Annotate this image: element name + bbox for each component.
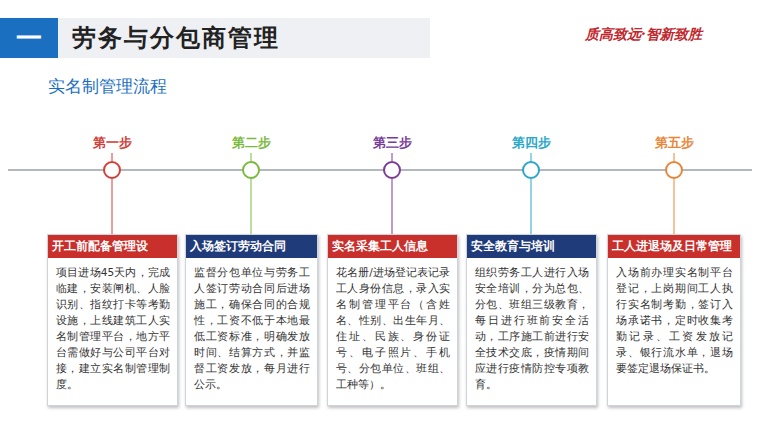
box-heading: 开工前配备管理设 xyxy=(48,235,177,258)
section-number: 一 xyxy=(0,22,58,54)
step-circle xyxy=(523,162,539,178)
step-circle xyxy=(243,162,259,178)
step-tick xyxy=(674,153,675,161)
box-heading: 入场签订劳动合同 xyxy=(186,235,317,258)
step-label: 第一步 xyxy=(72,134,152,152)
header-band xyxy=(0,18,430,58)
page-title: 劳务与分包商管理 xyxy=(72,22,280,54)
step-box: 安全教育与培训组织劳务工人进行入场安全培训，分为总包、分包、班组三级教育，每日进… xyxy=(466,234,597,406)
step-circle xyxy=(104,162,120,178)
step-box: 实名采集工人信息花名册/进场登记表记录工人身份信息，录入实名制管理平台（含姓名、… xyxy=(327,234,458,406)
drop-line xyxy=(531,179,532,234)
step-box: 工人进退场及日常管理入场前办理实名制平台登记，上岗期间工人执行实名制考勤，签订入… xyxy=(607,234,741,406)
step-label: 第三步 xyxy=(352,134,432,152)
box-heading: 实名采集工人信息 xyxy=(328,235,457,258)
header-block xyxy=(0,18,58,58)
step-tick xyxy=(392,153,393,161)
box-body: 项目进场45天内，完成临建，安装闸机、人脸识别、指纹打卡等考勤设施，上线建筑工人… xyxy=(48,258,177,398)
slogan: 质高致远·智新致胜 xyxy=(585,24,702,44)
drop-line xyxy=(674,179,675,234)
box-body: 入场前办理实名制平台登记，上岗期间工人执行实名制考勤，签订入场承诺书，定时收集考… xyxy=(608,258,740,382)
drop-line xyxy=(251,179,252,234)
step-tick xyxy=(112,153,113,161)
box-heading: 安全教育与培训 xyxy=(467,235,596,258)
step-tick xyxy=(251,153,252,161)
step-box: 入场签订劳动合同监督分包单位与劳务工人签订劳动合同后进场施工，确保合同的合规性，… xyxy=(185,234,318,406)
drop-line xyxy=(392,179,393,234)
step-label: 第四步 xyxy=(491,134,571,152)
drop-line xyxy=(112,179,113,234)
step-label: 第五步 xyxy=(634,134,714,152)
step-circle xyxy=(666,162,682,178)
step-label: 第二步 xyxy=(211,134,291,152)
box-body: 监督分包单位与劳务工人签订劳动合同后进场施工，确保合同的合规性，工资不低于本地最… xyxy=(186,258,317,398)
step-circle xyxy=(384,162,400,178)
step-markers xyxy=(104,153,682,234)
box-heading: 工人进退场及日常管理 xyxy=(608,235,740,258)
box-body: 组织劳务工人进行入场安全培训，分为总包、分包、班组三级教育，每日进行班前安全活动… xyxy=(467,258,596,398)
step-tick xyxy=(531,153,532,161)
step-box: 开工前配备管理设项目进场45天内，完成临建，安装闸机、人脸识别、指纹打卡等考勤设… xyxy=(47,234,178,406)
subtitle: 实名制管理流程 xyxy=(48,75,167,97)
box-body: 花名册/进场登记表记录工人身份信息，录入实名制管理平台（含姓名、性别、出生年月、… xyxy=(328,258,457,398)
